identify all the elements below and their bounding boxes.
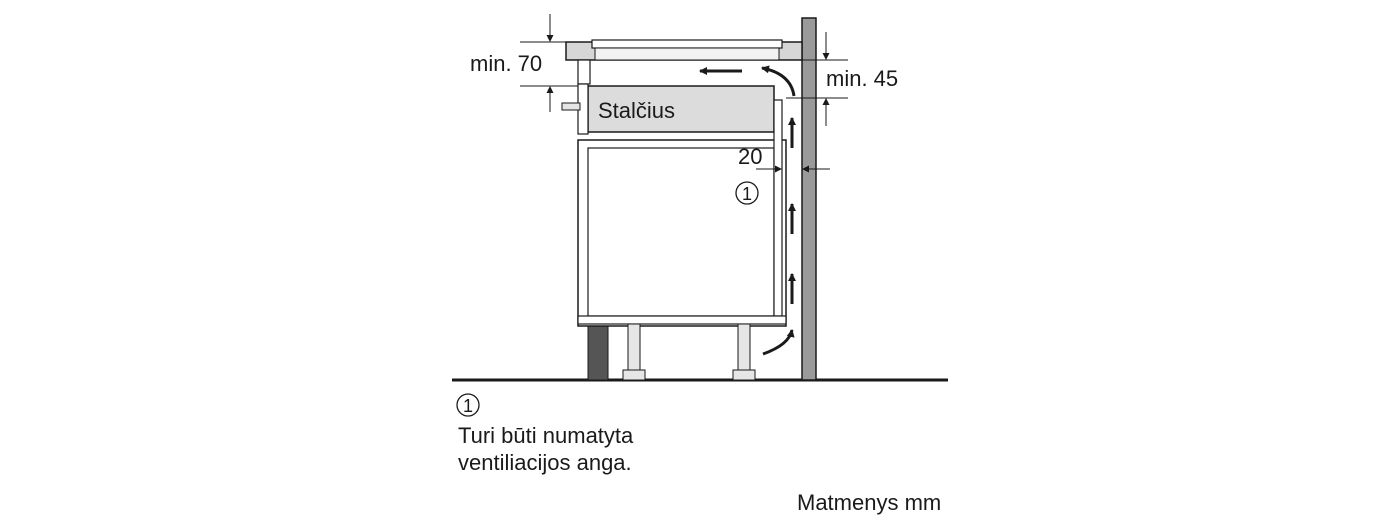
dim-rear-gap: 20	[738, 144, 762, 169]
airflow-arrow-inlet	[762, 329, 795, 356]
airflow-arrow-curve	[761, 65, 796, 97]
legend-line-1: Turi būti numatyta	[458, 423, 634, 448]
callout-marker: 1	[742, 184, 752, 204]
dim-top-clearance: min. 70	[470, 51, 542, 76]
cabinet-leg-front	[627, 323, 641, 371]
cabinet-bottom	[577, 315, 787, 325]
cabinet-top-rail	[577, 59, 591, 85]
hob-top	[591, 39, 783, 49]
cabinet-leg-front-foot	[622, 369, 646, 381]
cabinet-door	[587, 147, 775, 317]
legend-text: Turi būti numatyta ventiliacijos anga.	[458, 422, 633, 476]
cabinet-rear-panel	[773, 99, 783, 317]
plinth	[587, 325, 609, 381]
callout-marker-circle	[735, 181, 759, 205]
legend-marker: 1	[463, 396, 473, 416]
cabinet-leg-rear-foot	[732, 369, 756, 381]
drawer-label: Stalčius	[598, 98, 675, 123]
hob-body	[594, 47, 780, 61]
units-note: Matmenys mm	[797, 490, 942, 515]
cabinet-leg-rear	[737, 323, 751, 371]
drawer	[587, 85, 775, 133]
back-wall	[801, 17, 817, 381]
dim-wall-clearance: min. 45	[826, 66, 898, 91]
legend-line-2: ventiliacijos anga.	[458, 450, 632, 475]
legend-marker-circle	[456, 393, 480, 417]
drawer-handle	[561, 102, 581, 111]
